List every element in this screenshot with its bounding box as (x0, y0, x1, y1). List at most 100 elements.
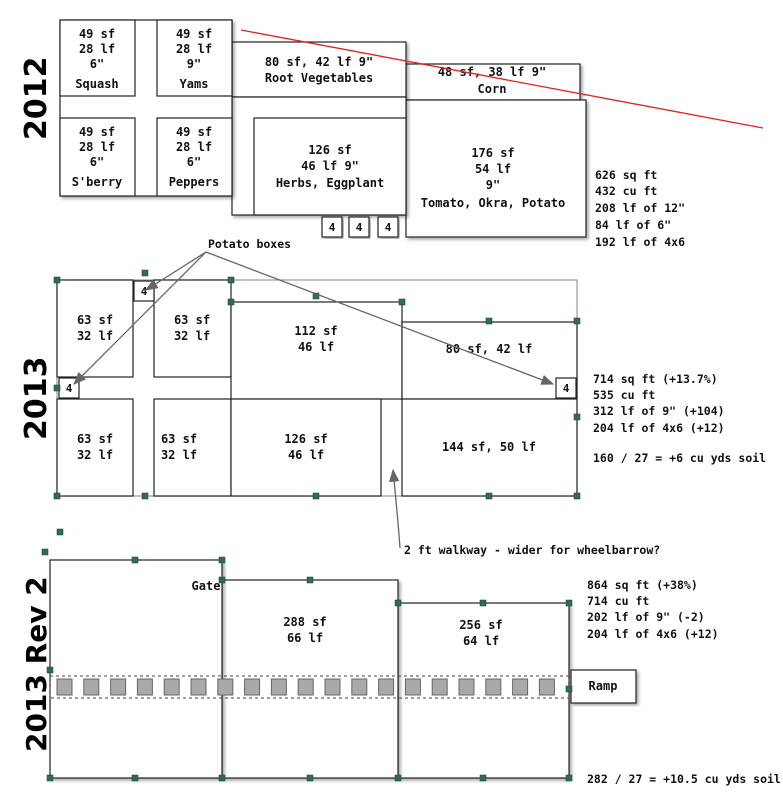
svg-text:S'berry: S'berry (72, 175, 123, 189)
bed-2013-bl-label: 63 sf 32 lf (77, 432, 113, 462)
svg-text:84 lf of 6": 84 lf of 6" (595, 218, 671, 232)
squash-label: 49 sf 28 lf 6" Squash (75, 27, 118, 91)
svg-text:80 sf, 42 lf 9": 80 sf, 42 lf 9" (265, 55, 373, 69)
arrow-to-top-box (144, 251, 207, 291)
sberry-label: 49 sf 28 lf 6" S'berry (72, 125, 123, 189)
svg-text:9": 9" (187, 57, 201, 71)
bed-2013-bl (56, 398, 134, 497)
ramp-label: Ramp (589, 679, 618, 693)
svg-text:Tomato, Okra, Potato: Tomato, Okra, Potato (421, 196, 566, 210)
svg-text:126 sf: 126 sf (284, 432, 327, 446)
bed-2013-tl-label: 63 sf 32 lf (77, 313, 113, 343)
walkway-box (538, 678, 555, 696)
bed-2013-tl (56, 279, 134, 378)
svg-text:288 sf: 288 sf (283, 615, 326, 629)
svg-text:126 sf: 126 sf (308, 143, 351, 157)
corn-label: 48 sf, 38 lf 9" Corn (438, 65, 546, 96)
potato-box-label: 4 (329, 221, 336, 234)
bed-herbs (253, 117, 407, 216)
svg-text:Herbs, Eggplant: Herbs, Eggplant (276, 176, 384, 190)
svg-text:63 sf: 63 sf (161, 432, 197, 446)
walkway-box (110, 678, 127, 696)
bed-2013-tm (153, 279, 232, 378)
svg-text:49 sf: 49 sf (79, 27, 115, 41)
ramp (570, 669, 637, 704)
svg-text:64 lf: 64 lf (463, 634, 499, 648)
gate-label: Gate (192, 579, 221, 593)
walkway-box (458, 678, 475, 696)
walkway-box (190, 678, 207, 696)
svg-text:54 lf: 54 lf (475, 162, 511, 176)
svg-text:28 lf: 28 lf (79, 140, 115, 154)
plan-2013: 4 4 4 63 sf 32 lf 63 sf 32 lf 63 sf 32 l… (53, 269, 766, 536)
potato-box-label: 4 (385, 221, 392, 234)
walkway-box (378, 678, 395, 696)
svg-text:204 lf of 4x6 (+12): 204 lf of 4x6 (+12) (593, 421, 725, 435)
year-label-2012: 2012 (19, 57, 54, 141)
annotations: Potato boxes 2 ft walkway - wider for wh… (73, 237, 660, 557)
bed-rev2-right-label: 256 sf 64 lf (459, 618, 502, 648)
bed-2013-bm (153, 398, 232, 497)
totals-rev2: 864 sq ft (+38%) 714 cu ft 202 lf of 9" … (587, 578, 781, 786)
bed-2013-big-top-label: 112 sf 46 lf (294, 324, 337, 354)
strike-through-line (240, 29, 764, 129)
tomato-label: 176 sf 54 lf 9" Tomato, Okra, Potato (421, 146, 566, 210)
bed-2013-big-bot-label: 126 sf 46 lf (284, 432, 327, 462)
bed-rev2-mid-label: 288 sf 66 lf (283, 615, 326, 645)
bed-2013-right-bot (401, 398, 578, 497)
potato-box-2012-3 (377, 216, 399, 238)
walkway-box (512, 678, 529, 696)
svg-text:192 lf of 4x6: 192 lf of 4x6 (595, 235, 685, 249)
walkway-box (270, 678, 287, 696)
year-label-2013-rev2: 2013 Rev 2 (20, 576, 53, 752)
walkway-box (324, 678, 341, 696)
bed-2013-bm-label: 63 sf 32 lf (161, 432, 197, 462)
plan-2012: 4 4 4 49 sf 28 lf 6" Squash 49 sf 28 lf … (59, 19, 764, 249)
svg-text:49 sf: 49 sf (176, 125, 212, 139)
svg-text:864 sq ft (+38%): 864 sq ft (+38%) (587, 578, 698, 592)
svg-text:6": 6" (90, 57, 104, 71)
svg-text:46 lf 9": 46 lf 9" (301, 159, 359, 173)
potato-box-label: 4 (66, 382, 73, 395)
walkway-box (297, 678, 314, 696)
svg-text:112 sf: 112 sf (294, 324, 337, 338)
arrow-to-right-box (205, 251, 555, 385)
svg-text:63 sf: 63 sf (77, 313, 113, 327)
svg-text:28 lf: 28 lf (176, 42, 212, 56)
year-label-2013: 2013 (19, 357, 54, 441)
walkway-box (431, 678, 448, 696)
walkway-annotation: 2 ft walkway - wider for wheelbarrow? (404, 543, 660, 557)
svg-text:Squash: Squash (75, 77, 118, 91)
totals-2013: 714 sq ft (+13.7%) 535 cu ft 312 lf of 9… (593, 372, 766, 465)
walkway-box (56, 678, 73, 696)
walkway-box (351, 678, 368, 696)
bed-peppers (156, 117, 233, 197)
bed-2013-tm-label: 63 sf 32 lf (174, 313, 210, 343)
herbs-label: 126 sf 46 lf 9" Herbs, Eggplant (276, 143, 384, 190)
totals-2012: 626 sq ft 432 cu ft 208 lf of 12" 84 lf … (595, 168, 685, 249)
potato-box-label: 4 (141, 285, 148, 298)
svg-text:Yams: Yams (180, 77, 209, 91)
potato-box-label: 4 (356, 221, 363, 234)
svg-text:32 lf: 32 lf (77, 329, 113, 343)
walkway-box (485, 678, 502, 696)
walkway-box (163, 678, 180, 696)
svg-text:9": 9" (486, 178, 500, 192)
svg-text:32 lf: 32 lf (77, 448, 113, 462)
svg-text:626 sq ft: 626 sq ft (595, 168, 657, 182)
potato-boxes-annotation: Potato boxes (208, 237, 291, 251)
svg-text:28 lf: 28 lf (176, 140, 212, 154)
plan-2013-rev2: Ramp Gate 288 sf 66 lf 256 sf 64 lf (41, 548, 781, 786)
bed-rev2-left (49, 559, 223, 779)
svg-text:282 / 27 = +10.5 cu yds soil: 282 / 27 = +10.5 cu yds soil (587, 772, 781, 786)
bed-squash (59, 19, 136, 97)
walkway-box (404, 678, 421, 696)
svg-text:176 sf: 176 sf (471, 146, 514, 160)
svg-text:312 lf of 9" (+104): 312 lf of 9" (+104) (593, 404, 725, 418)
selection-handles-rev2 (41, 548, 573, 782)
bed-2013-right-top-label: 80 sf, 42 lf (446, 342, 533, 356)
svg-text:Corn: Corn (478, 82, 507, 96)
svg-text:160 / 27 = +6 cu yds soil: 160 / 27 = +6 cu yds soil (593, 451, 766, 465)
selection-handles-2013 (53, 269, 581, 536)
svg-text:Root Vegetables: Root Vegetables (265, 71, 373, 85)
